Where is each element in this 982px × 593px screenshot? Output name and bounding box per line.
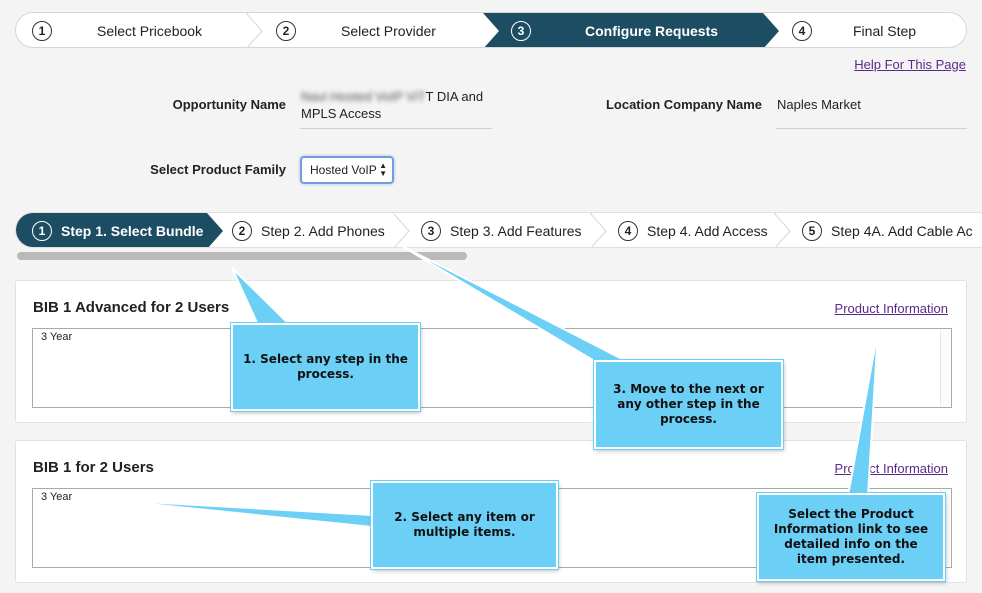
listbox-scrollbar[interactable] — [940, 330, 950, 406]
wizard-step-select-provider[interactable]: 2 Select Provider — [264, 13, 484, 47]
callout-select-item: 2. Select any item or multiple items. — [371, 481, 558, 569]
substep-add-cable-access[interactable]: 5 Step 4A. Add Cable Ac — [802, 213, 973, 247]
opportunity-name-text: MPLS Access — [301, 106, 382, 121]
substep-number: 3 — [421, 221, 441, 241]
substep-bar: 1 Step 1. Select Bundle 2 Step 2. Add Ph… — [15, 212, 982, 248]
location-company-value: Naples Market — [777, 97, 861, 112]
substep-label: Step 2. Add Phones — [261, 223, 385, 239]
wizard-step-number: 3 — [511, 21, 531, 41]
wizard-step-configure-requests[interactable]: 3 Configure Requests — [483, 13, 779, 48]
opportunity-name-label: Opportunity Name — [172, 97, 286, 112]
wizard-step-label: Final Step — [853, 23, 917, 39]
wizard-progress: 1 Select Pricebook 2 Select Provider 3 C… — [15, 12, 967, 48]
wizard-step-number: 1 — [32, 21, 52, 41]
wizard-step-label: Configure Requests — [585, 23, 719, 39]
product-information-link[interactable]: Product Information — [834, 301, 948, 316]
substep-number: 1 — [32, 221, 52, 241]
callout-select-step: 1. Select any step in the process. — [231, 323, 420, 411]
product-family-selected: Hosted VoIP — [310, 163, 377, 177]
product-title: BIB 1 Advanced for 2 Users — [33, 299, 230, 316]
help-link[interactable]: Help For This Page — [854, 57, 966, 72]
product-family-select[interactable]: Hosted VoIP ▲▼ — [300, 156, 394, 184]
wizard-step-label: Select Pricebook — [97, 23, 203, 39]
product-card: BIB 1 Advanced for 2 Users Product Infor… — [15, 280, 967, 423]
substep-label: Step 1. Select Bundle — [61, 223, 204, 239]
list-item[interactable]: 3 Year — [41, 491, 73, 503]
substep-number: 4 — [618, 221, 638, 241]
substep-label: Step 4. Add Access — [647, 223, 768, 239]
callout-product-info: Select the Product Information link to s… — [757, 493, 945, 581]
substep-number: 5 — [802, 221, 822, 241]
substep-add-features[interactable]: 3 Step 3. Add Features — [421, 213, 582, 247]
field-underline — [300, 128, 492, 129]
wizard-step-select-pricebook[interactable]: 1 Select Pricebook — [16, 13, 248, 47]
substep-add-phones[interactable]: 2 Step 2. Add Phones — [232, 213, 385, 247]
list-item[interactable]: 3 Year — [41, 331, 73, 343]
wizard-step-label: Select Provider — [341, 23, 436, 39]
substep-label: Step 4A. Add Cable Ac — [831, 223, 973, 239]
product-title: BIB 1 for 2 Users — [33, 459, 154, 476]
callout-move-step: 3. Move to the next or any other step in… — [594, 360, 783, 449]
substep-select-bundle[interactable]: 1 Step 1. Select Bundle — [16, 213, 223, 248]
substep-separator — [393, 213, 410, 247]
field-underline — [776, 128, 967, 129]
substep-separator — [774, 213, 791, 247]
wizard-separator — [246, 13, 263, 47]
product-information-link[interactable]: Product Information — [834, 461, 948, 476]
substep-scrollbar[interactable] — [17, 252, 467, 260]
location-company-label: Location Company Name — [605, 97, 762, 112]
select-arrows-icon: ▲▼ — [379, 161, 387, 178]
product-options-list[interactable]: 3 Year — [32, 328, 952, 408]
redacted-text: Navi Hosted VoIP ViT — [301, 89, 426, 104]
substep-number: 2 — [232, 221, 252, 241]
wizard-step-number: 2 — [276, 21, 296, 41]
substep-separator — [590, 213, 607, 247]
product-family-label: Select Product Family — [150, 162, 286, 177]
substep-add-access[interactable]: 4 Step 4. Add Access — [618, 213, 768, 247]
wizard-step-number: 4 — [792, 21, 812, 41]
substep-label: Step 3. Add Features — [450, 223, 582, 239]
opportunity-name-text: T DIA and — [425, 89, 484, 104]
wizard-step-final-step[interactable]: 4 Final Step — [779, 13, 966, 47]
opportunity-name-value: Navi Hosted VoIP ViTT DIA and MPLS Acces… — [301, 88, 491, 122]
